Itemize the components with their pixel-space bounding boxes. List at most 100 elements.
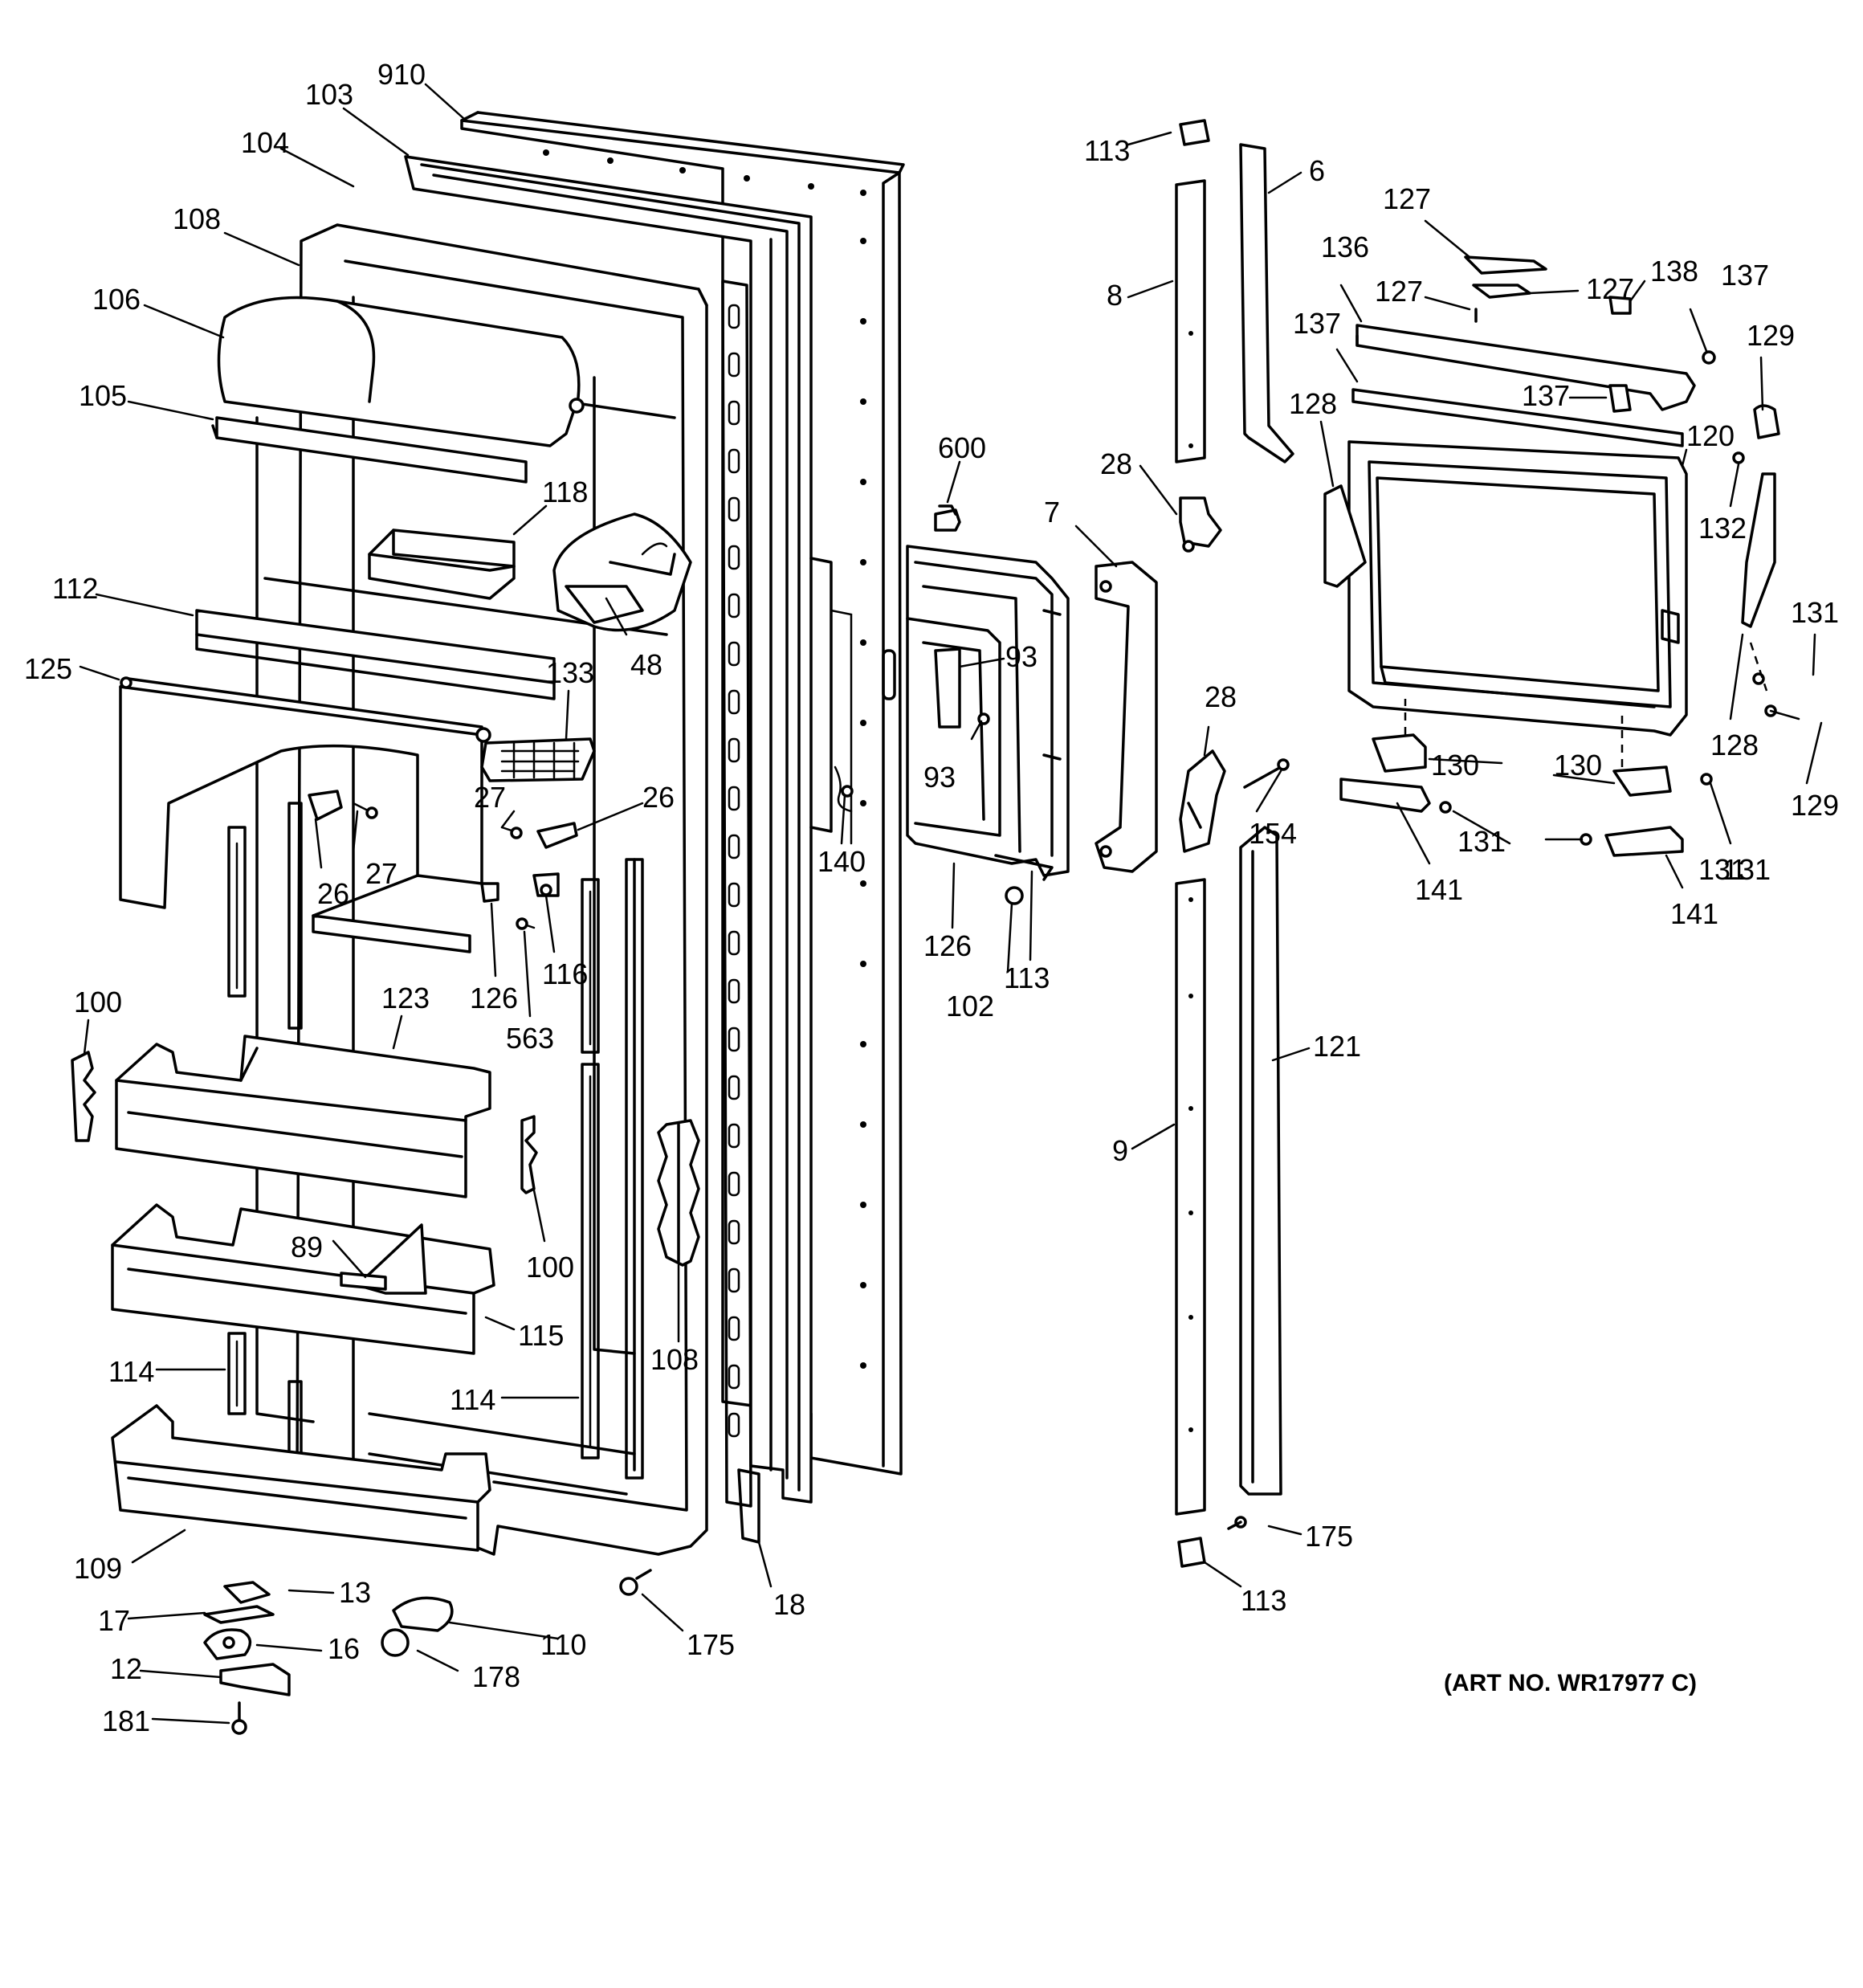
callout-129-a: 129	[1747, 319, 1795, 352]
callout-100-b: 100	[526, 1251, 574, 1284]
callout-16: 16	[328, 1632, 360, 1665]
trim-121	[1227, 826, 1282, 1530]
callout-141-b: 141	[1670, 897, 1718, 930]
callout-48: 48	[630, 648, 662, 681]
callout-140: 140	[817, 845, 866, 878]
callout-910: 910	[377, 58, 426, 91]
callout-93-a: 93	[1005, 640, 1037, 673]
callout-129-b: 129	[1791, 789, 1839, 822]
basket-133	[480, 737, 596, 782]
callout-120: 120	[1686, 419, 1735, 452]
callout-17: 17	[98, 1604, 130, 1637]
callout-137-c: 137	[1522, 379, 1570, 412]
callout-28-b: 28	[1205, 680, 1237, 713]
callout-137-a: 137	[1721, 259, 1769, 292]
callout-131-d: 131	[1722, 853, 1771, 886]
shelf-118	[263, 529, 668, 636]
part-28-bottom	[1179, 749, 1290, 853]
callout-93-b: 93	[923, 761, 956, 794]
bottom-hinge-parts	[203, 1569, 652, 1735]
callout-127-a: 127	[1383, 182, 1431, 215]
callout-130-b: 130	[1554, 749, 1602, 782]
callout-113-b: 113	[1084, 134, 1130, 167]
callout-118: 118	[542, 476, 588, 508]
callout-27-b: 27	[474, 781, 506, 814]
callout-108-b: 108	[650, 1343, 699, 1376]
callout-114-b: 114	[450, 1383, 495, 1416]
leader-lines	[79, 83, 1823, 1725]
callout-12: 12	[110, 1652, 142, 1685]
bracket-100	[71, 1051, 538, 1194]
callout-13: 13	[339, 1576, 371, 1609]
callout-131-a: 131	[1791, 596, 1839, 629]
part-93	[934, 647, 990, 729]
strip-108	[657, 1119, 700, 1267]
door-gasket	[404, 155, 813, 1504]
callout-131-c: 131	[1698, 853, 1747, 886]
callout-126-a: 126	[923, 929, 972, 962]
channel-9	[1175, 878, 1206, 1568]
detail-48	[552, 512, 692, 632]
callout-103: 103	[305, 78, 353, 111]
callout-112: 112	[52, 572, 98, 605]
callout-8: 8	[1107, 279, 1123, 312]
callout-133: 133	[546, 656, 594, 689]
callout-132: 132	[1698, 512, 1747, 545]
callout-109: 109	[74, 1552, 122, 1585]
callout-26-a: 26	[317, 877, 349, 910]
callout-127-b: 127	[1375, 275, 1423, 308]
callout-114-a: 114	[108, 1355, 154, 1388]
callout-137-b: 137	[1293, 307, 1341, 340]
callout-labels: 910 103 104 108 106 105 118 112 48 133 1…	[24, 58, 1839, 1737]
callout-141-a: 141	[1415, 873, 1463, 906]
parts-127-138	[1464, 255, 1716, 413]
callout-131-b: 131	[1457, 825, 1506, 858]
callout-125: 125	[24, 652, 72, 685]
callout-130-a: 130	[1431, 749, 1479, 782]
callout-127-c: 127	[1586, 272, 1634, 305]
channel-8	[1175, 119, 1210, 463]
callout-178: 178	[472, 1660, 520, 1693]
part-28-top	[1179, 496, 1222, 553]
shelf-rails	[227, 802, 644, 1480]
callout-6: 6	[1309, 154, 1325, 187]
callout-113-a: 113	[1004, 961, 1050, 994]
callout-100-a: 100	[74, 986, 122, 1018]
callout-105: 105	[79, 379, 127, 412]
hinge-arms-128	[1323, 404, 1780, 628]
callout-116: 116	[542, 957, 588, 990]
callout-126-b: 126	[470, 982, 518, 1014]
top-bracket-136	[1351, 324, 1696, 447]
callout-110: 110	[540, 1628, 586, 1661]
part-102	[1005, 886, 1024, 905]
callout-123: 123	[381, 982, 430, 1014]
callout-115: 115	[518, 1319, 564, 1352]
callout-104: 104	[241, 126, 289, 159]
bin-89	[111, 1203, 495, 1355]
hinges-130-141	[1339, 642, 1777, 857]
callout-138: 138	[1650, 255, 1698, 288]
callout-27-a: 27	[365, 857, 397, 890]
callout-175-b: 175	[1305, 1520, 1353, 1553]
part-600	[934, 504, 961, 532]
callout-18: 18	[773, 1588, 805, 1621]
trim-6	[1239, 143, 1294, 463]
callout-28-a: 28	[1100, 447, 1132, 480]
callout-108: 108	[173, 202, 221, 235]
bin-109	[111, 1404, 491, 1552]
callout-113-c: 113	[1241, 1584, 1286, 1617]
callout-26-b: 26	[642, 781, 675, 814]
art-number: (ART NO. WR17977 C)	[1444, 1670, 1697, 1696]
callout-9: 9	[1112, 1134, 1128, 1167]
callout-175-a: 175	[687, 1628, 735, 1661]
callout-128-a: 128	[1289, 387, 1337, 420]
panel-125	[119, 676, 491, 953]
dairy-cover	[211, 296, 585, 484]
callout-102: 102	[946, 990, 994, 1023]
callout-136: 136	[1321, 231, 1369, 263]
callout-128-b: 128	[1710, 729, 1759, 761]
callout-154: 154	[1249, 817, 1297, 850]
callout-181: 181	[102, 1704, 150, 1737]
